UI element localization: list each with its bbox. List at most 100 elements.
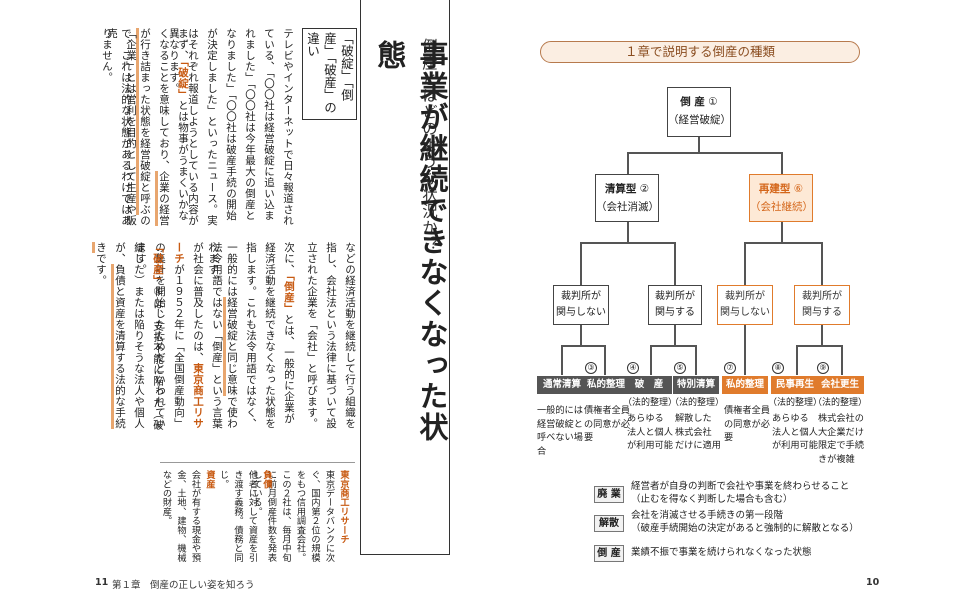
leaf-tokubetsu-note: （法的整理） [670,398,725,408]
p4e: です。 [95,253,107,286]
p3-keyword: 東京商工リサーチ [173,242,204,429]
line-liq-l [580,242,582,285]
line-c2-r [695,345,697,375]
glossary-fusai: 負債 他者に対して資産を引き渡す義務。債務と同じ。 [218,470,273,570]
p4-highlight: 負債と資産を清算する法的な手続き [95,242,126,429]
q2a: まず、 [177,28,189,61]
section-title: 事業が継続できなくなった状態 [373,40,449,443]
leaf-hasan-desc: あらゆる 法人と個人 が利用可能 [627,413,673,451]
node-tousan-label: 倒 産 [680,96,705,108]
line-c1-h [561,345,605,347]
leaf-tokubetsu-num: ⑤ [674,362,686,374]
chapter-title-box [360,0,450,555]
node-seisan-label: 清算型 [604,183,637,195]
line-c4-h [796,345,842,347]
node-tousan: 倒 産 ① （経営破綻） [667,87,731,137]
p4c: は、支払不能に陥った（破綻した）または陥りそうな法人や個人が、 [114,242,164,431]
leaf-tokubetsu: 特別清算 [673,376,719,394]
p2-highlight: 経営破綻と同じ意味 [226,297,238,396]
line-c1-l [561,345,563,375]
gloss-tsr-body: 東京データバンクに次ぐ、国内第２位の規模をもつ信用調査会社。この２社は、毎月中旬… [251,470,335,562]
paragraph-news: テレビやインターネットで日々報道されている、「〇〇社は経営破綻に追い込まれました… [168,28,294,226]
node-seisan-sub: （会社消滅） [596,201,659,213]
page-number-right: 10 [866,577,880,588]
gloss-fusai-body: 他者に対して資産を引き渡す義務。債務と同じ。 [217,470,258,562]
diagram-banner: １章で説明する倒産の種類 [540,41,860,63]
line-to-liq [627,152,629,174]
chapter-footer-label: 第１章 倒産の正しい姿を知ろう [112,580,255,591]
line-c2-h [650,345,696,347]
paragraph-hasan: 「破産」④は、支払不能に陥った（破綻した）または陥りそうな法人や個人が、負債と資… [95,242,167,432]
leaf-tsujo-desc: 一般的には 経営破綻と 呼べない場 合 [537,405,583,457]
node-saiken: 再建型 ⑥ （会社継続） [749,174,813,222]
leaf-hasan-note: （法的整理） [623,398,678,408]
leaf-shiteki2-desc: 債権者全員 の同意が必 要 [724,405,770,443]
gloss-shisan-head: 資産 [204,470,215,489]
legend-kaisan-text: 会社を消滅させる手続きの第一段階 （破産手続開始の決定があると強制的に解散となる… [631,510,859,534]
legend-tousan-tag: 倒 産 [594,545,624,562]
node-saiken-label: 再建型 [758,183,791,195]
line-c2 [674,324,676,346]
line-c2-l [650,345,652,375]
p3a: 法令用語ではない「倒産」という言葉が社会に普及したのは、 [192,242,223,429]
p3c: が１９５２年に「全国倒産動向」の集計を開始したためだといわれています。 [135,242,185,429]
paragraph-kigyou: 「企業」とは営利を目的として生産や販売 [106,28,137,226]
glossary-shisan: 資産 会社が有する現金や預金、土地、建物、機械などの財産。 [161,470,216,570]
legend-kaisan-tag: 解散 [594,515,624,532]
line-liq-h [580,242,675,244]
leaf-shiteki1-desc: 債権者全員 の同意が必 要 [584,405,630,443]
p2-keyword: 「倒産」 [283,275,295,314]
p2e: で使われます。 [207,242,238,429]
leaf-kousei-note: （法的整理） [813,398,868,408]
node-saiken-sub: （会社継続） [750,201,813,213]
p4-num: ④ [152,286,164,299]
gloss-shisan-body: 会社が有する現金や預金、土地、建物、機械などの財産。 [160,470,201,562]
p4-keyword: 「破産」 [152,242,164,286]
node-tousan-sub: （経営破綻） [668,114,731,126]
legend-tousan-text: 業績不振で事業を続けられなくなった状態 [631,547,812,558]
court-yes-2: 裁判所が 関与する [794,285,850,325]
leaf-minji-desc: あらゆる 法人と個人 が利用可能 [772,413,818,451]
line-c1 [580,324,582,346]
line-reb-h [744,242,822,244]
line-c4-r [841,345,843,375]
p2a: 次に、 [283,242,295,275]
leaf-minji-num: ⑧ [772,362,784,374]
node-seisan-num: ② [639,183,650,195]
node-tousan-num: ① [708,96,718,108]
gloss-tsr-head: 東京商工リサーチ [338,470,349,544]
gloss-fusai-head: 負債 [261,470,272,489]
paragraph-hatan: まず、「破綻」とは物事がうまくいかなくなることを意味しており、企業の経営が行き詰… [101,28,192,228]
leaf-hasan: 破 産 [626,376,672,394]
line-liq-r [674,242,676,285]
node-saiken-num: ⑥ [793,183,804,195]
line-root-h [627,152,782,154]
leaf-shiteki1-num: ③ [585,362,597,374]
leaf-tokubetsu-desc: 解散した 株式会社 だけに適用 [675,413,721,451]
q2c: とは物事がうまくいかなくなることを意味しており、 [158,28,189,221]
court-no-1: 裁判所が 関与しない [553,285,609,325]
p2c: とは、一般的に企業が経済活動を継続できなくなった状態を指します。これも法令用語で… [226,242,295,429]
paragraph-tousan: 次に、「倒産」とは、一般的に企業が経済活動を継続できなくなった状態を指します。こ… [207,242,298,432]
line-c1-r [604,345,606,375]
line-liq-down [627,221,629,243]
court-no-2: 裁判所が 関与しない [717,285,773,325]
leaf-hasan-num: ④ [627,362,639,374]
leaf-tsujo: 通常清算 [537,376,587,394]
leaf-minji-note: （法的整理） [768,398,823,408]
line-to-reb [781,152,783,174]
glossary-tsr: 東京商工リサーチ 東京データバンクに次ぐ、国内第２位の規模をもつ信用調査会社。こ… [251,470,350,570]
line-c4 [821,324,823,346]
q2e: ので、これは法的な状態があるわけではありません。 [101,28,151,226]
line-c4-l [796,345,798,375]
legend-haigyou-text: 経営者が自身の判断で会社や事業を終わらせること （止むを得なく判断した場合も含む… [631,481,850,505]
line-c3 [744,324,746,375]
leaf-kousei-num: ⑨ [817,362,829,374]
leaf-kousei: 会社更生 [816,376,864,394]
legend-haigyou-tag: 廃 業 [594,486,624,503]
leaf-shiteki2-num: ⑦ [724,362,736,374]
leaf-kousei-desc: 株式会社の 大企業だけ 限定で手続 きが複雑 [818,413,864,465]
paragraph-company: などの経済活動を継続して行う組織を指し、会社法という法律に基づいて設立された企業… [306,242,356,429]
q2-keyword: 「破綻」 [177,61,189,100]
line-root-down [698,136,700,153]
